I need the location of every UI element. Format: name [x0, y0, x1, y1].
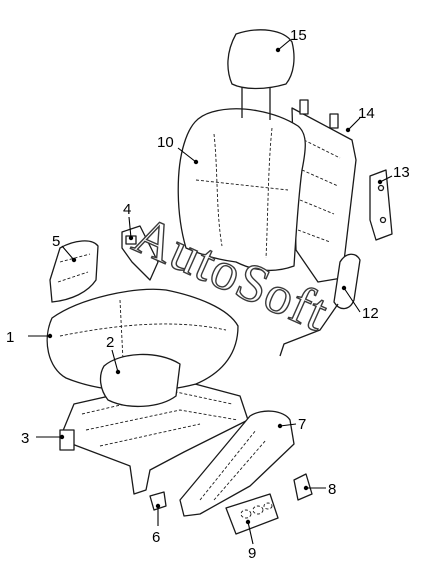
- part-14-seatback-frame: [291, 99, 357, 283]
- leader-lines: [28, 39, 393, 545]
- callout-8: 8: [328, 481, 336, 498]
- callout-labels: 1 2 3 4 5 6 7 8 9 10 12 13 14 15: [6, 27, 410, 562]
- part-3-seat-frame: [59, 379, 249, 495]
- callout-12: 12: [362, 305, 379, 322]
- callout-3: 3: [21, 430, 29, 447]
- part-7-side-shield: [179, 410, 295, 517]
- callout-7: 7: [298, 416, 306, 433]
- part-10-seatback: [177, 108, 306, 272]
- callout-9: 9: [248, 545, 256, 562]
- part-15-headrest: [227, 29, 295, 120]
- part-8-switch-knob: [293, 473, 313, 501]
- callout-15: 15: [290, 27, 307, 44]
- callout-10: 10: [157, 134, 174, 151]
- part-2-cushion-pad: [99, 353, 181, 408]
- part-9-switch-bezel: [225, 493, 279, 535]
- part-6-clip: [149, 491, 167, 511]
- callout-6: 6: [152, 529, 160, 546]
- callout-1: 1: [6, 329, 14, 346]
- callout-14: 14: [358, 105, 375, 122]
- part-13-side-trim: [369, 169, 393, 241]
- callout-2: 2: [106, 334, 114, 351]
- callout-5: 5: [52, 233, 60, 250]
- part-5-side-cover: [49, 240, 99, 303]
- part-12-adjuster-cable: [279, 253, 361, 357]
- part-1-seat-cushion: [46, 288, 239, 392]
- callout-13: 13: [393, 164, 410, 181]
- callout-4: 4: [123, 201, 131, 218]
